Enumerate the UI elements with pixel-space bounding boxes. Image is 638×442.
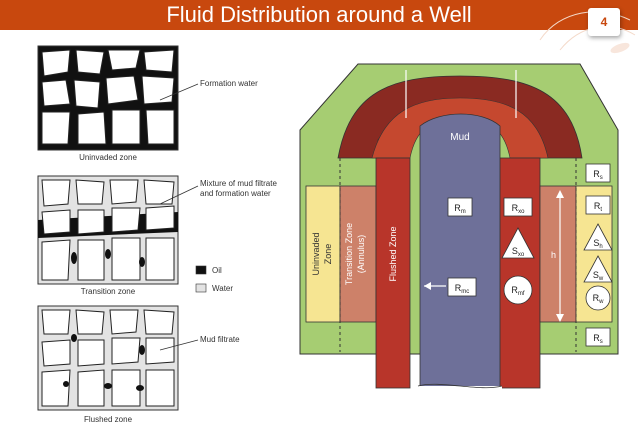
page-number-badge: 4 (588, 8, 620, 36)
uninvaded-zone-panel (37, 45, 179, 151)
flushed-callout: Mud filtrate (200, 335, 240, 344)
callout-line-flushed (159, 339, 199, 351)
slide-title: Fluid Distribution around a Well (166, 2, 472, 27)
uninvaded-caption: Uninvaded zone (79, 153, 137, 162)
page-number: 4 (600, 15, 608, 29)
legend-label-water: Water (212, 284, 233, 293)
flushed-caption: Flushed zone (84, 415, 133, 424)
transition-callout-line2: and formation water (200, 189, 271, 198)
transition-caption: Transition zone (81, 287, 136, 296)
legend-swatch-oil (195, 265, 207, 275)
transition-zone-panel (37, 175, 179, 285)
legend-swatch-water (195, 283, 207, 293)
uninvaded-callout: Formation water (200, 79, 258, 88)
flushed-zone-panel (37, 305, 179, 411)
callout-line-uninvaded (159, 83, 199, 101)
callout-line-transition (159, 185, 199, 205)
transition-callout-line1: Mixture of mud filtrate (200, 179, 277, 188)
title-bar (0, 0, 638, 30)
legend-label-oil: Oil (212, 266, 222, 275)
